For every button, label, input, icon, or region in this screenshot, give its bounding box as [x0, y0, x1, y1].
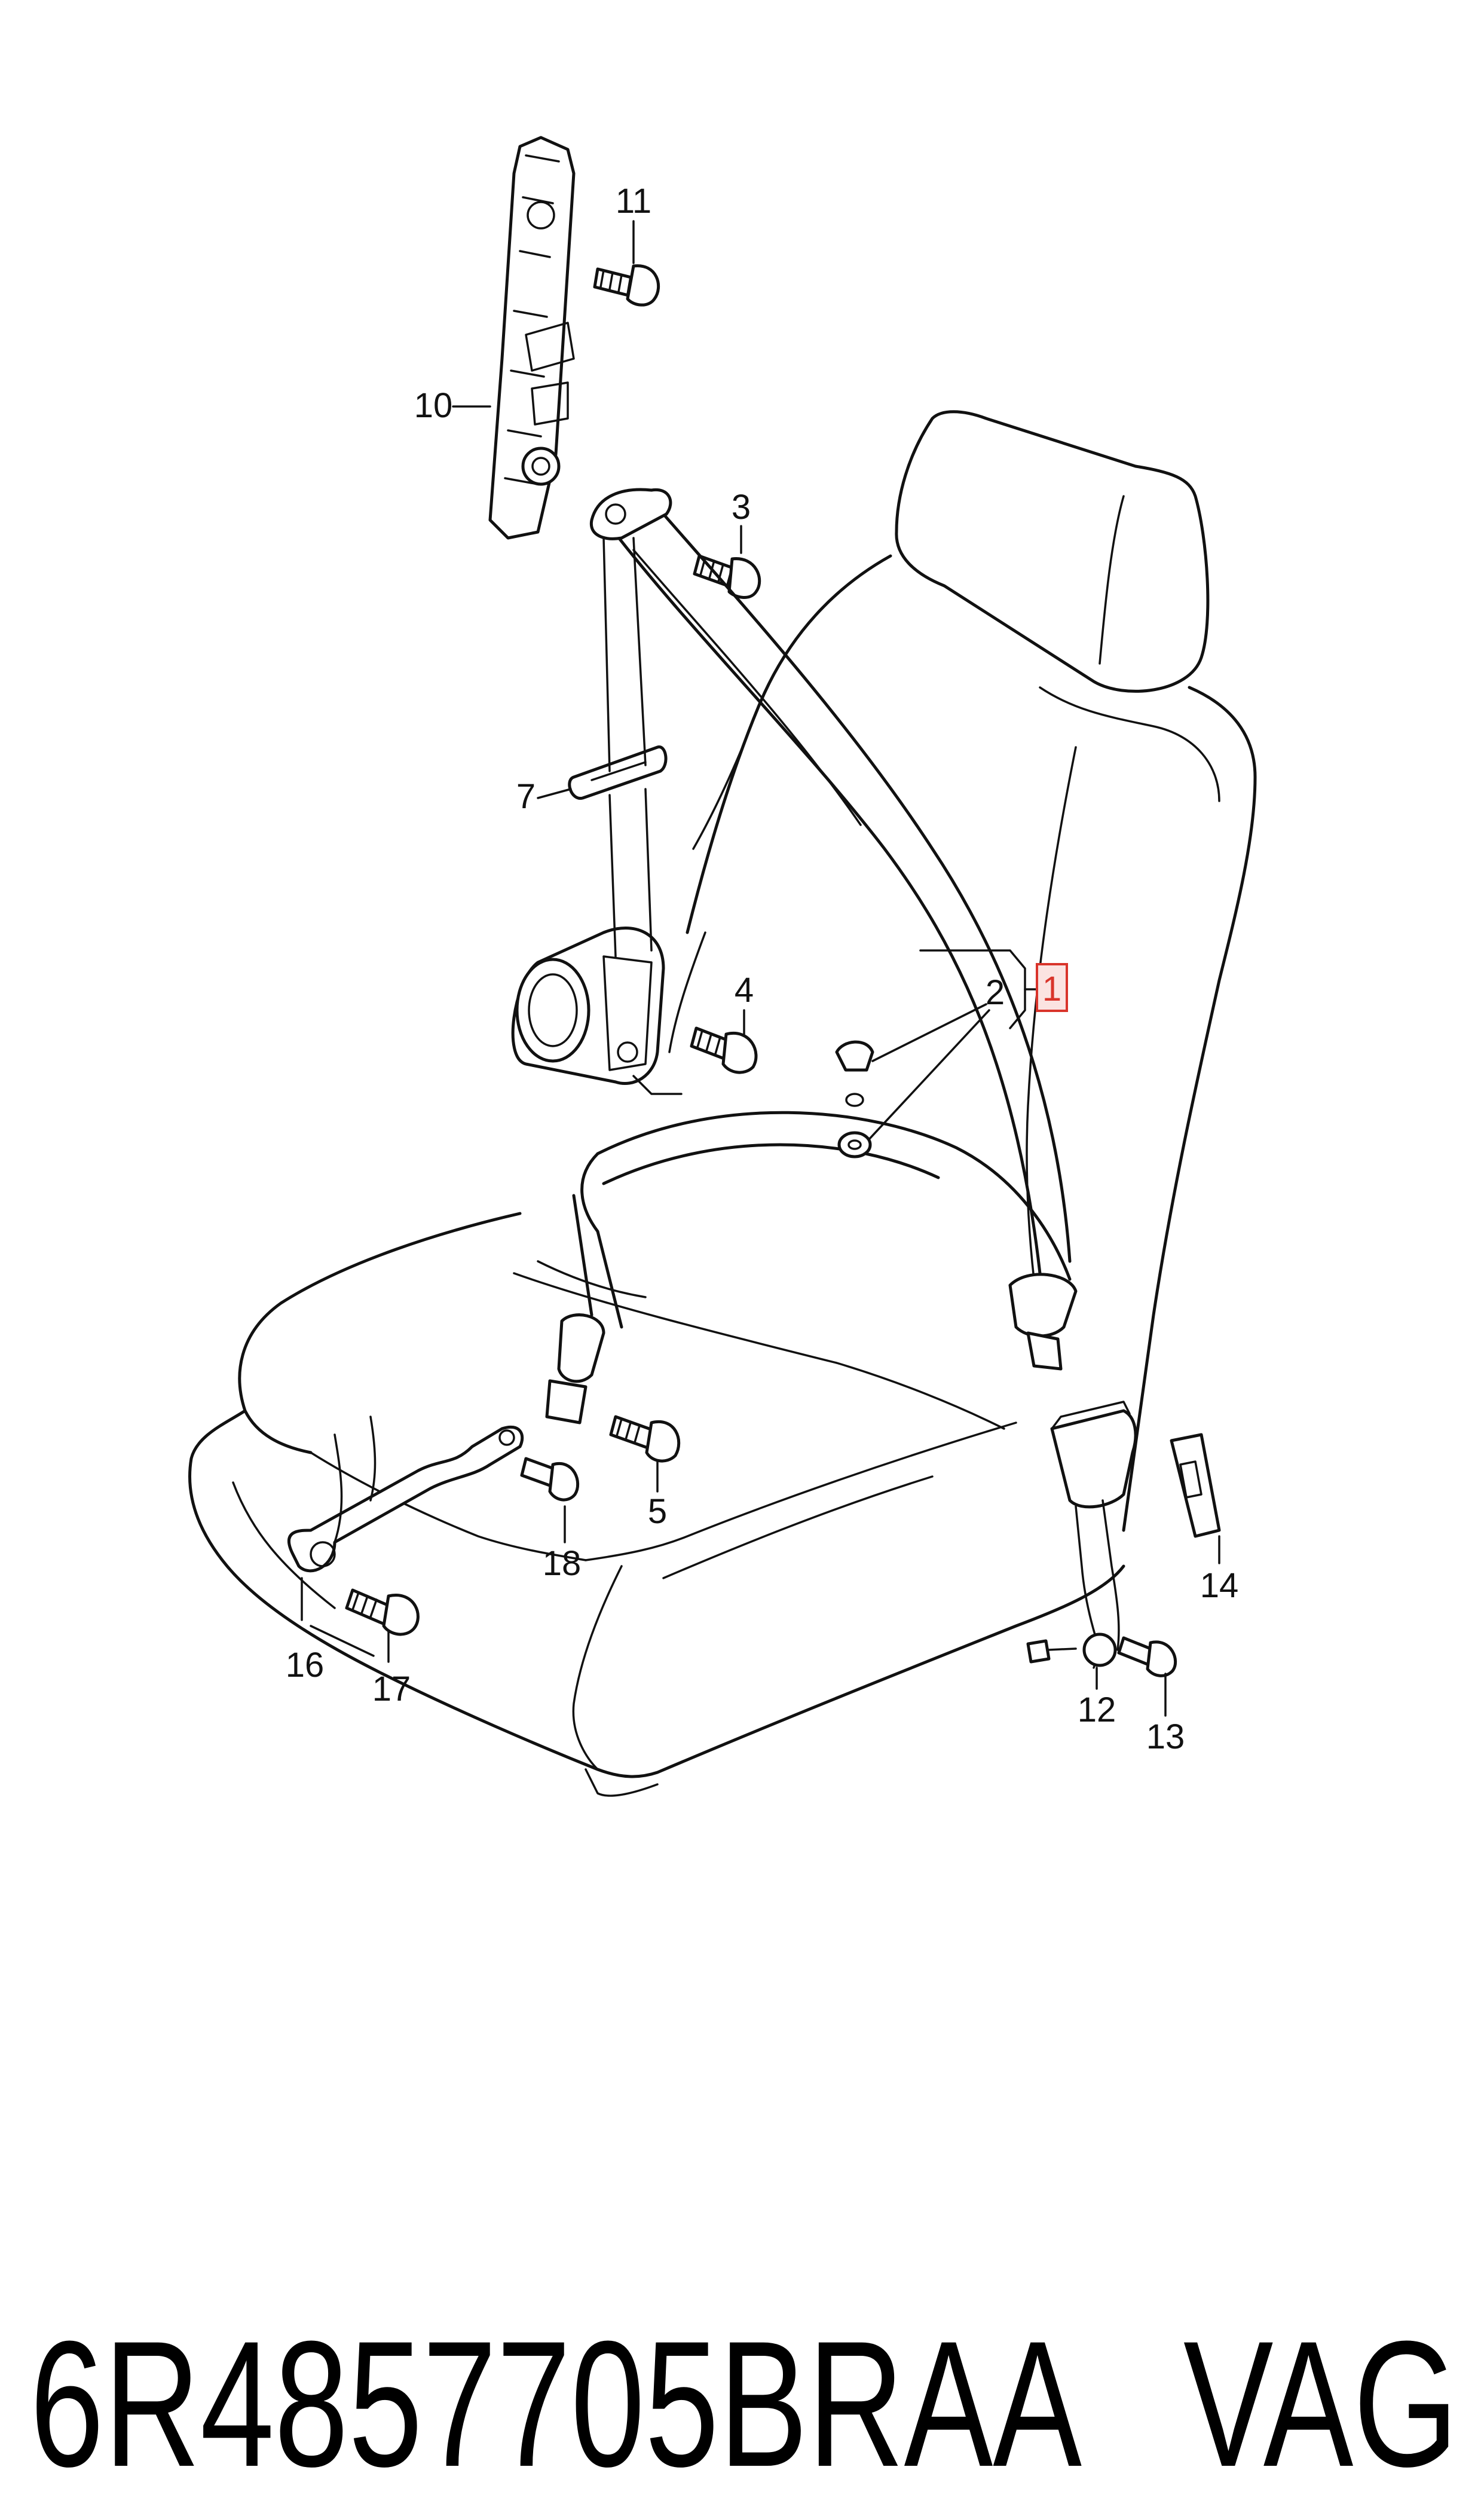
part-number: 6R4857705BRAA	[30, 2303, 1082, 2504]
callout-4[interactable]: 4	[735, 971, 754, 1010]
callout-18[interactable]: 18	[543, 1544, 582, 1583]
callout-14[interactable]: 14	[1200, 1566, 1239, 1605]
label-plate-14	[1170, 1433, 1221, 1538]
callout-5[interactable]: 5	[648, 1492, 667, 1531]
callout-12[interactable]: 12	[1078, 1690, 1116, 1729]
lower-rail-16	[287, 1416, 524, 1573]
callout-2[interactable]: 2	[986, 973, 1005, 1012]
callout-10[interactable]: 10	[414, 386, 453, 425]
headrest	[895, 410, 1210, 693]
seat-outline	[188, 410, 1257, 1797]
footer: 6R4857705BRAA VAG	[30, 2303, 1458, 2504]
clip-parts-2	[835, 1040, 874, 1158]
callout-11[interactable]: 11	[616, 182, 651, 221]
callout-1[interactable]: 1	[1042, 970, 1061, 1008]
leader-lines	[301, 220, 1220, 1717]
belt-guide-7	[568, 745, 668, 800]
callout-3[interactable]: 3	[732, 488, 751, 527]
bolt-13	[1117, 1636, 1177, 1677]
callout-7[interactable]: 7	[516, 777, 536, 816]
bolt-11	[593, 264, 660, 307]
backrest	[686, 554, 1257, 1532]
bolt-4	[690, 1026, 758, 1074]
bolt-17	[345, 1588, 420, 1636]
seat-cushion	[188, 1212, 1125, 1778]
buckle-12	[1026, 1401, 1137, 1669]
height-adjuster-rail	[488, 136, 576, 540]
brand-label: VAG	[1183, 2303, 1458, 2504]
bolt-18	[520, 1457, 580, 1502]
callout-1-highlight-box	[1036, 963, 1068, 1012]
callout-17[interactable]: 17	[372, 1670, 411, 1708]
belt-webbing	[545, 488, 1078, 1424]
callout-labels: 1 2 3 4 5 7 10 11 12 13 14 16 17 18	[286, 182, 1239, 1756]
callout-13[interactable]: 13	[1146, 1717, 1185, 1756]
bolt-5	[609, 1415, 681, 1463]
belt-retractor	[511, 927, 683, 1095]
callout-16[interactable]: 16	[286, 1646, 325, 1685]
